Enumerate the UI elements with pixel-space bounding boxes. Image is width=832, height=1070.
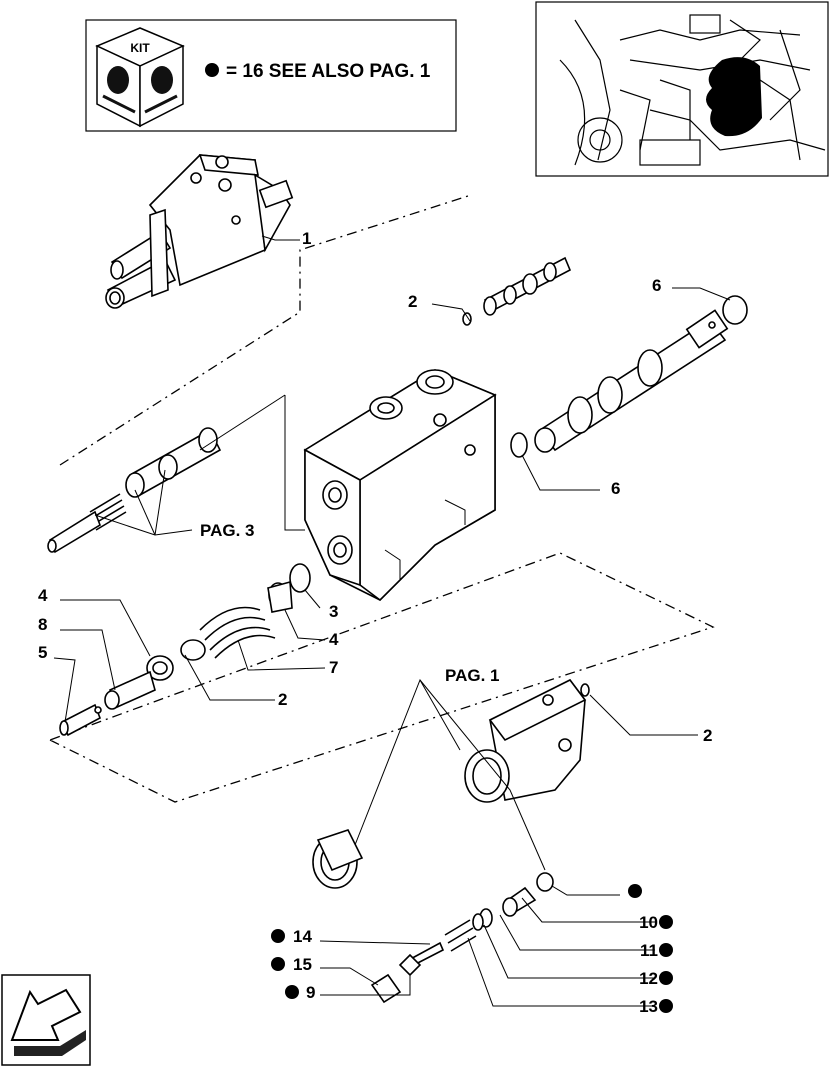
kit-marker-icon (271, 957, 285, 971)
callout-7: 7 (329, 658, 338, 677)
callout-labels: 1 2 6 6 PAG. 3 3 4 7 4 8 5 2 PAG. 1 2 10… (38, 229, 712, 1016)
callout-2-top: 2 (408, 292, 417, 311)
callout-6-top: 6 (652, 276, 661, 295)
callout-6-mid: 6 (611, 479, 620, 498)
kit-label: KIT (130, 41, 150, 55)
spring-stack-parts (59, 563, 311, 737)
kit-marker-icon (659, 999, 673, 1013)
group-line-upper (59, 195, 469, 466)
kit-marker-icon (659, 915, 673, 929)
callout-10: 10 (639, 913, 658, 932)
kit-note-marker-icon (205, 63, 219, 77)
kit-cube-logo: KIT (95, 27, 185, 128)
part-6-spool (510, 295, 748, 458)
callout-pag1: PAG. 1 (445, 666, 499, 685)
main-valve-body (284, 369, 497, 602)
callout-4-right: 4 (329, 630, 339, 649)
lower-valve-section (312, 678, 590, 889)
group-line-lower (49, 552, 715, 803)
kit-marker-icon (628, 884, 642, 898)
pag3-parts (47, 394, 286, 554)
callout-11: 11 (640, 941, 658, 960)
kit-marker-icon (659, 943, 673, 957)
callout-15: 15 (293, 955, 312, 974)
highlighted-valve-icon (706, 57, 762, 137)
part-1-valve-assembly (105, 154, 300, 309)
kit-marker-icon (659, 971, 673, 985)
relief-valve-parts (370, 872, 554, 1004)
kit-legend-box: KIT = 16 SEE ALSO PAG. 1 (85, 19, 457, 132)
kit-note-text: = 16 SEE ALSO PAG. 1 (226, 61, 431, 82)
callout-2-right: 2 (703, 726, 712, 745)
leader-lines (53, 287, 731, 1007)
callout-4-left: 4 (38, 586, 48, 605)
callout-2-lower: 2 (278, 690, 287, 709)
callout-8: 8 (38, 615, 47, 634)
kit-marker-icon (271, 929, 285, 943)
kit-marker-icon (285, 985, 299, 999)
callout-9: 9 (306, 983, 315, 1002)
callout-12: 12 (639, 969, 658, 988)
callout-1: 1 (302, 229, 311, 248)
callout-3: 3 (329, 602, 338, 621)
previous-page-arrow-icon[interactable] (1, 974, 91, 1066)
upper-spool-parts (462, 256, 572, 326)
callout-13: 13 (639, 997, 658, 1016)
callout-5: 5 (38, 643, 47, 662)
callout-pag3: PAG. 3 (200, 521, 254, 540)
callout-14: 14 (293, 927, 312, 946)
tractor-location-inset (535, 1, 829, 177)
